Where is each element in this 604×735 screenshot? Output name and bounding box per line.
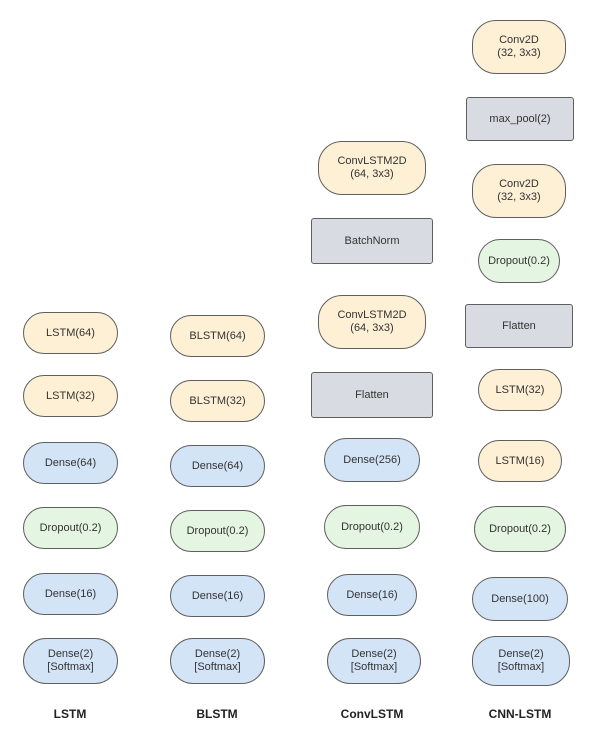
lstm-node-5: Dense(16) [23,573,118,615]
lstm-node-6: Dense(2) [Softmax] [23,638,118,684]
column-label-lstm: LSTM [53,707,87,721]
cnnlstm-node-6: LSTM(32) [478,369,562,411]
convlstm-node-5: Dense(256) [324,438,420,482]
blstm-node-5: Dense(16) [170,575,265,617]
lstm-node-4: Dropout(0.2) [23,507,118,549]
lstm-node-1: LSTM(64) [23,312,118,354]
convlstm-node-4: Flatten [311,372,433,418]
cnnlstm-node-4: Dropout(0.2) [478,239,560,283]
lstm-node-2: LSTM(32) [23,375,118,417]
lstm-node-3: Dense(64) [23,442,118,484]
cnnlstm-node-3: Conv2D (32, 3x3) [472,164,566,218]
column-label-convlstm: ConvLSTM [340,707,404,721]
cnnlstm-node-7: LSTM(16) [478,440,562,482]
column-label-blstm: BLSTM [196,707,238,721]
blstm-node-1: BLSTM(64) [170,315,265,357]
convlstm-node-6: Dropout(0.2) [324,505,420,549]
blstm-node-3: Dense(64) [170,445,265,487]
cnnlstm-node-10: Dense(2) [Softmax] [472,636,570,686]
convlstm-node-2: BatchNorm [311,218,433,264]
cnnlstm-node-9: Dense(100) [472,577,568,621]
cnnlstm-node-2: max_pool(2) [466,97,574,141]
column-label-cnn-lstm: CNN-LSTM [488,707,552,721]
convlstm-node-3: ConvLSTM2D (64, 3x3) [318,295,426,349]
blstm-node-6: Dense(2) [Softmax] [170,638,265,684]
convlstm-node-7: Dense(16) [327,574,417,616]
blstm-node-2: BLSTM(32) [170,380,265,422]
convlstm-node-1: ConvLSTM2D (64, 3x3) [318,141,426,195]
blstm-node-4: Dropout(0.2) [170,510,265,552]
cnnlstm-node-5: Flatten [465,304,573,348]
convlstm-node-8: Dense(2) [Softmax] [327,638,421,684]
cnnlstm-node-1: Conv2D (32, 3x3) [472,20,566,74]
cnnlstm-node-8: Dropout(0.2) [474,506,566,552]
